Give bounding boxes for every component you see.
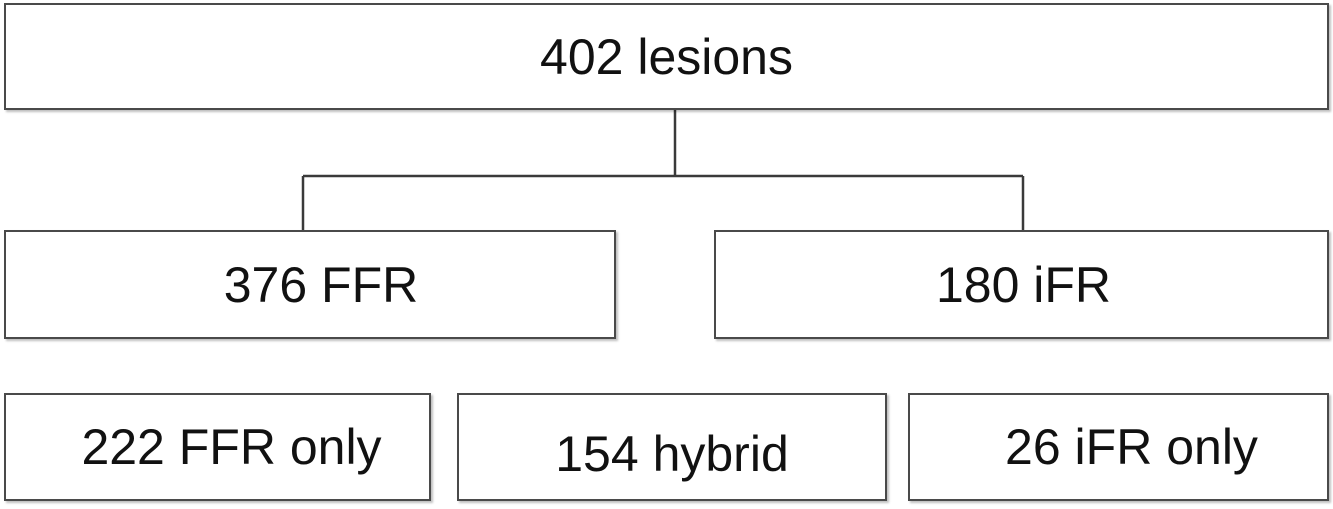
hybrid-node-box: 154 hybrid [457, 393, 887, 501]
ffr-only-node-box: 222 FFR only [4, 393, 431, 501]
ffr-node-box: 376 FFR [4, 230, 616, 339]
ifr-only-node-label: 26 iFR only [1005, 419, 1258, 475]
ffr-only-node-label: 222 FFR only [81, 419, 382, 475]
root-node-box: 402 lesions [4, 3, 1329, 110]
ffr-node-label: 376 FFR [223, 256, 419, 313]
ifr-node-box: 180 iFR [714, 230, 1329, 339]
root-node-label: 402 lesions [540, 28, 793, 85]
ifr-node-label: 180 iFR [935, 256, 1112, 313]
hybrid-node-label: 154 hybrid [555, 426, 789, 482]
ifr-only-node-box: 26 iFR only [908, 393, 1329, 501]
